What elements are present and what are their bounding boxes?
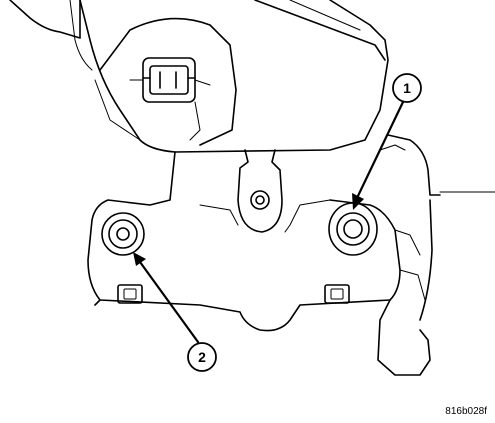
callout-2-label: 2 — [198, 349, 206, 365]
callout-1: 1 — [392, 73, 422, 103]
callout-1-label: 1 — [403, 80, 411, 96]
reservoir-housing — [9, 0, 389, 153]
figure-code: 816b028f — [445, 406, 487, 417]
fastener-left — [101, 212, 145, 256]
sensor-connector — [129, 57, 211, 141]
callout-1-leader — [352, 100, 405, 210]
callout-2: 2 — [187, 342, 217, 372]
fastener-upper-right — [328, 202, 378, 256]
callout-2-leader — [133, 252, 200, 344]
master-cylinder-body — [87, 134, 495, 376]
